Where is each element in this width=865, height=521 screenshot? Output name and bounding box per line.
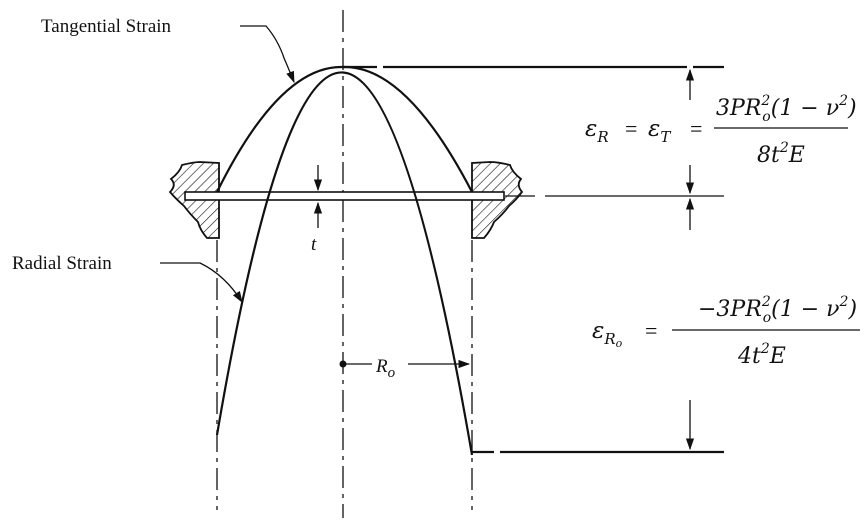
svg-text:=: = bbox=[645, 318, 657, 343]
radius-label: Ro bbox=[375, 356, 396, 381]
tangential-strain-label: Tangential Strain bbox=[41, 16, 172, 37]
diaphragm-plate bbox=[184, 191, 505, 201]
radial-strain-curve bbox=[215, 71, 474, 456]
svg-text:=: = bbox=[625, 116, 637, 141]
tangential-leader bbox=[240, 25, 295, 84]
svg-text:εR: εR bbox=[585, 116, 609, 146]
radial-leader bbox=[160, 262, 243, 303]
svg-text:4t2E: 4t2E bbox=[737, 341, 786, 369]
svg-text:=: = bbox=[690, 116, 702, 141]
tangential-strain-curve bbox=[216, 65, 473, 193]
svg-text:εT: εT bbox=[648, 116, 671, 146]
radial-strain-label: Radial Strain bbox=[12, 253, 112, 274]
svg-text:εRo: εRo bbox=[592, 318, 623, 350]
svg-text:8t2E: 8t2E bbox=[757, 140, 805, 168]
thickness-label: t bbox=[311, 234, 317, 255]
